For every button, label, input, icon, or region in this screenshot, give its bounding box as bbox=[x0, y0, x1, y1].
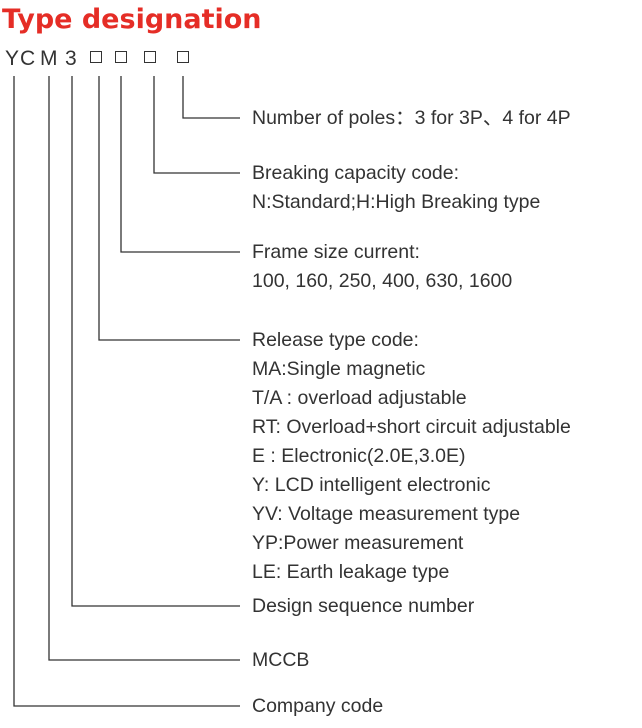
code-char-m: M bbox=[40, 47, 58, 70]
leader-line-breaking bbox=[153, 76, 240, 174]
leader-line-release bbox=[98, 76, 240, 341]
page-title: Type designation bbox=[2, 4, 262, 35]
company-code-description: Company code bbox=[252, 692, 383, 721]
code-char-c: C bbox=[20, 47, 36, 70]
frame-size-description: Frame size current: 100, 160, 250, 400, … bbox=[252, 238, 512, 296]
mccb-text: MCCB bbox=[252, 649, 310, 671]
mccb-description: MCCB bbox=[252, 646, 309, 675]
release-type-option: YP:Power measurement bbox=[252, 532, 464, 554]
code-char-y: Y bbox=[5, 47, 20, 70]
poles-text: Number of poles：3 for 3P、4 for 4P bbox=[252, 107, 571, 129]
code-char-3: 3 bbox=[65, 47, 77, 70]
release-type-option: T/A : overload adjustable bbox=[252, 387, 467, 409]
leader-line-sequence bbox=[71, 76, 240, 607]
breaking-capacity-options: N:Standard;H:High Breaking type bbox=[252, 191, 541, 213]
leader-line-poles bbox=[182, 76, 240, 119]
leader-line-company bbox=[13, 76, 240, 707]
release-type-option: MA:Single magnetic bbox=[252, 358, 426, 380]
breaking-capacity-placeholder-box bbox=[144, 51, 156, 63]
design-sequence-text: Design sequence number bbox=[252, 595, 475, 617]
leader-line-mccb bbox=[48, 76, 240, 661]
poles-description: Number of poles：3 for 3P、4 for 4P bbox=[252, 104, 571, 133]
frame-size-values: 100, 160, 250, 400, 630, 1600 bbox=[252, 270, 513, 292]
breaking-capacity-description: Breaking capacity code: N:Standard;H:Hig… bbox=[252, 159, 540, 217]
release-type-option: YV: Voltage measurement type bbox=[252, 503, 521, 525]
leader-line-frame bbox=[120, 76, 240, 253]
release-type-option: E : Electronic(2.0E,3.0E) bbox=[252, 445, 466, 467]
poles-placeholder-box bbox=[177, 51, 189, 63]
release-type-heading: Release type code: bbox=[252, 329, 419, 351]
release-type-placeholder-box bbox=[115, 51, 127, 63]
company-code-text: Company code bbox=[252, 695, 384, 717]
release-type-option: RT: Overload+short circuit adjustable bbox=[252, 416, 571, 438]
frame-size-heading: Frame size current: bbox=[252, 241, 420, 263]
release-type-description: Release type code: MA:Single magnetic T/… bbox=[252, 326, 571, 587]
breaking-capacity-heading: Breaking capacity code: bbox=[252, 162, 460, 184]
release-type-option: Y: LCD intelligent electronic bbox=[252, 474, 491, 496]
design-sequence-description: Design sequence number bbox=[252, 592, 474, 621]
frame-size-placeholder-box bbox=[90, 51, 102, 63]
release-type-option: LE: Earth leakage type bbox=[252, 561, 450, 583]
